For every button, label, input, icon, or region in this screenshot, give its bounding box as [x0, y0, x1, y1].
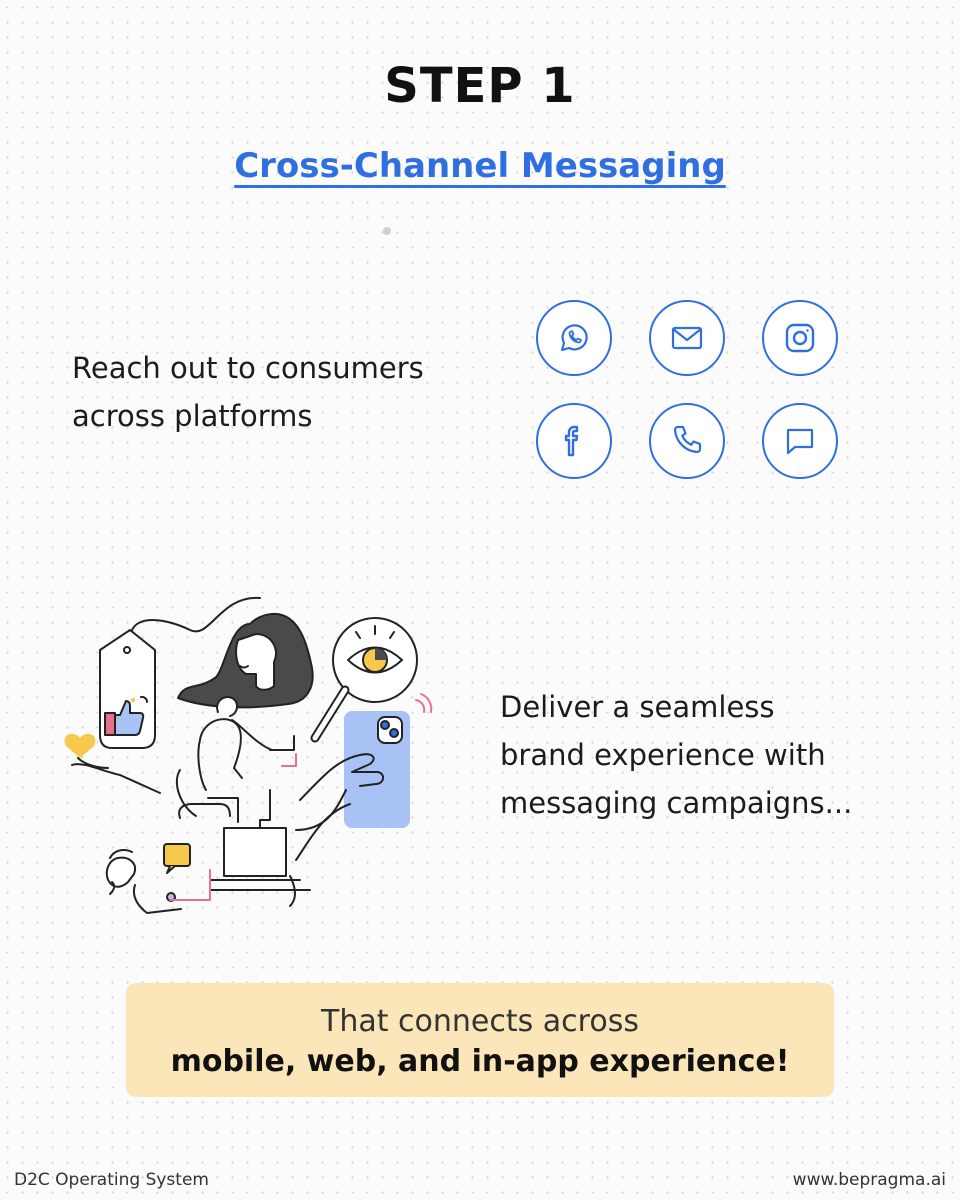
instagram-icon — [762, 300, 838, 376]
reach-text: Reach out to consumers across platforms — [72, 344, 492, 440]
footer-url[interactable]: www.bepragma.ai — [792, 1170, 946, 1190]
channel-icons-grid — [536, 300, 838, 480]
messaging-illustration — [64, 596, 433, 914]
footer-tagline: D2C Operating System — [14, 1170, 209, 1190]
reach-line-2: across platforms — [72, 399, 313, 433]
callout-line-2: mobile, web, and in-app experience! — [170, 1044, 790, 1079]
section-subtitle[interactable]: Cross-Channel Messaging — [0, 146, 960, 186]
callout-line-1: That connects across — [321, 1004, 639, 1039]
reach-line-1: Reach out to consumers — [72, 351, 424, 385]
deliver-text: Deliver a seamless brand experience with… — [500, 683, 920, 827]
decorative-dot — [383, 227, 391, 235]
mail-icon — [649, 300, 725, 376]
facebook-icon — [536, 403, 612, 479]
chat-bubble-icon — [762, 403, 838, 479]
deliver-line-2: brand experience with — [500, 738, 826, 772]
deliver-line-1: Deliver a seamless — [500, 690, 775, 724]
callout-box: That connects across mobile, web, and in… — [126, 983, 834, 1097]
whatsapp-icon — [536, 300, 612, 376]
deliver-line-3: messaging campaigns... — [500, 786, 853, 820]
subtitle-text: Cross-Channel Messaging — [234, 146, 726, 186]
phone-icon — [649, 403, 725, 479]
step-title: STEP 1 — [384, 58, 576, 114]
